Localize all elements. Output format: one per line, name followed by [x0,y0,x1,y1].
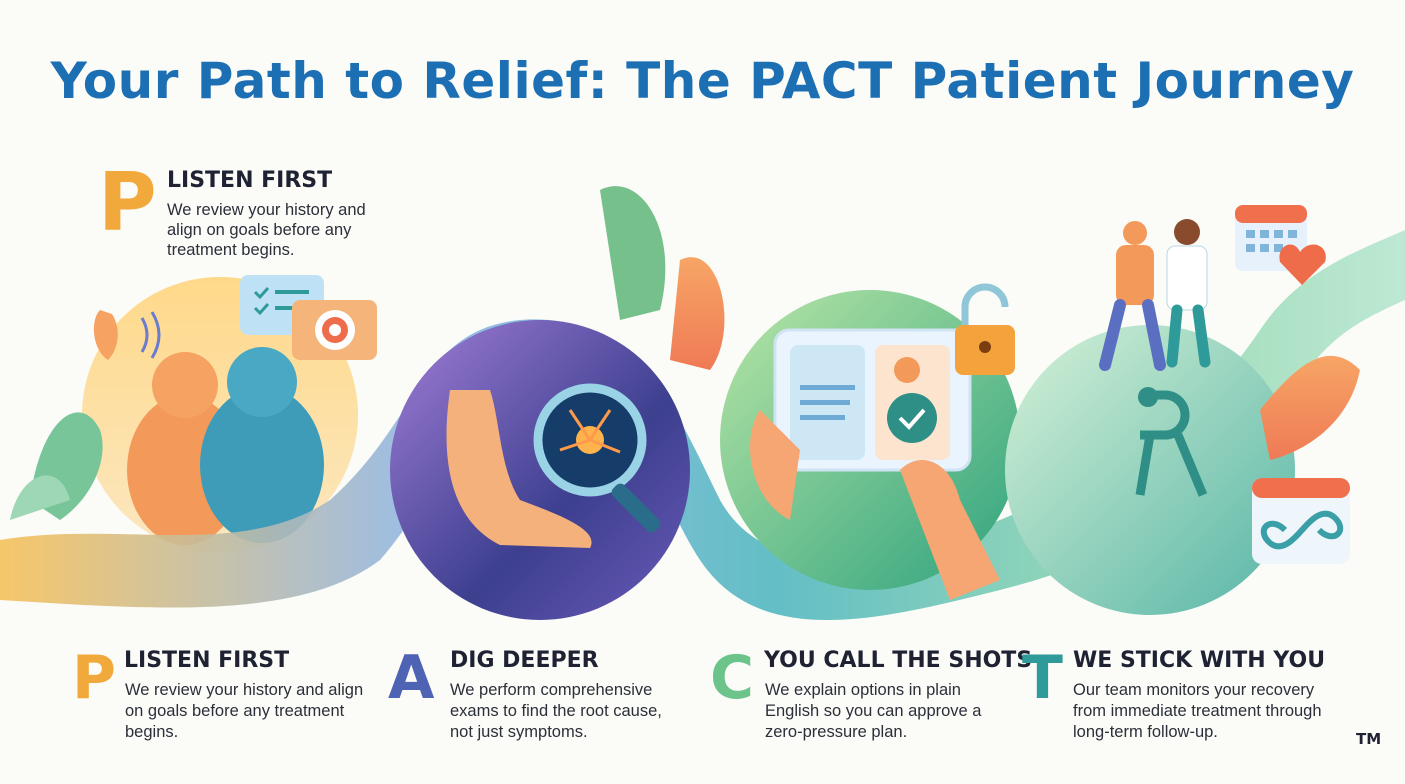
dig-deeper-scene [390,186,725,620]
recovery-figure-icon [1135,390,1208,497]
step-heading: WE STICK WITH YOU [1073,648,1326,673]
approve-check-icon [887,393,937,443]
step-letter-c: C [710,643,755,713]
step-body: We explain options in plain English so y… [765,681,982,741]
stick-with-you-scene [1005,205,1360,615]
top-step-letter: P [98,156,157,249]
step-heading: DIG DEEPER [450,648,599,673]
step-heading: YOU CALL THE SHOTS [764,648,1033,673]
follow-up-calendar-icon [1252,478,1350,564]
patient-figure [1116,245,1154,305]
step-letter-p: P [72,643,116,713]
step-letter-a: A [388,643,435,713]
listen-scene [10,275,377,553]
top-step-listen-first: P LISTEN FIRST We review your history an… [98,156,370,259]
top-step-heading: LISTEN FIRST [167,168,332,193]
step-letter-t: T [1022,643,1063,713]
doctor-figure [1166,245,1208,311]
infinity-icon [1260,510,1344,550]
step-body: Our team monitors your recovery from imm… [1073,681,1322,741]
step-body: We review your history and align on goal… [125,681,364,741]
trademark-mark: TM [1356,730,1382,748]
heart-icon [1279,244,1326,285]
step-body: We perform comprehensive exams to find t… [450,681,662,741]
ear-icon [93,310,118,360]
call-shots-scene [720,283,1020,600]
top-step-body: We review your history and align on goal… [167,201,370,259]
step-heading: LISTEN FIRST [124,648,290,673]
foot-illustration [446,390,592,548]
page-title: Your Path to Relief: The PACT Patient Jo… [50,52,1355,110]
